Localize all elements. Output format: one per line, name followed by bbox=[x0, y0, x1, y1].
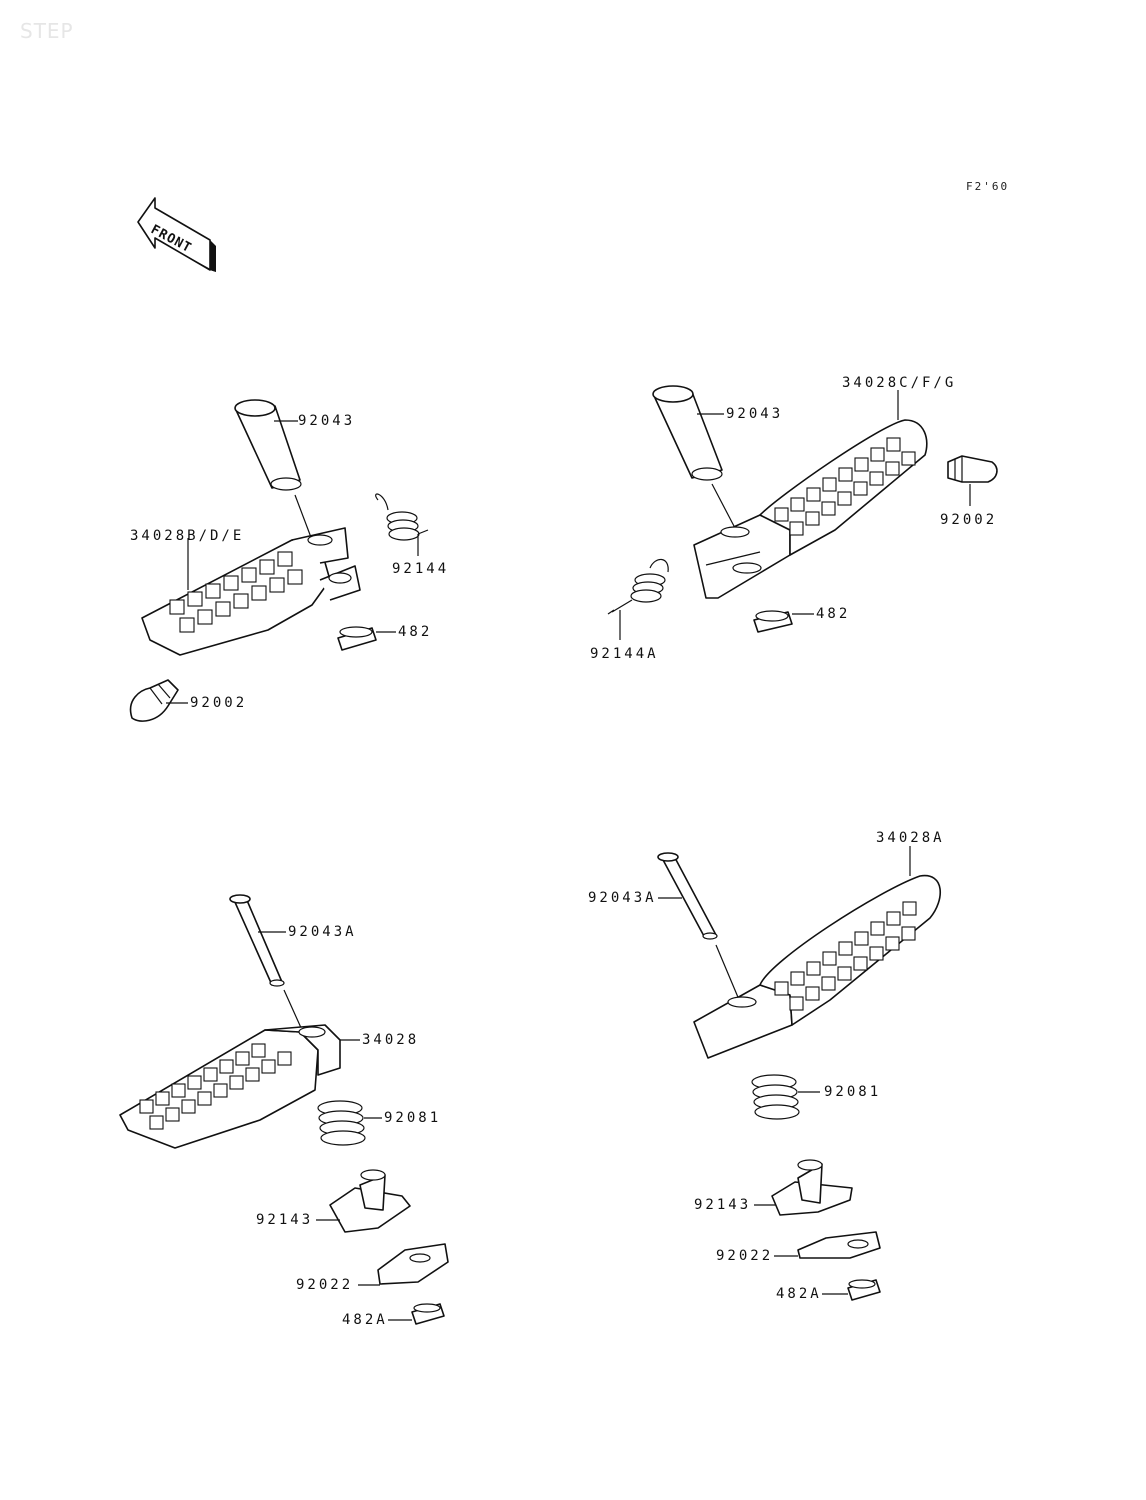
label-spring: 92144 bbox=[392, 561, 449, 577]
label-slider: 92002 bbox=[940, 512, 997, 528]
pin-part bbox=[234, 399, 302, 491]
label-holder: 92143 bbox=[694, 1197, 751, 1213]
clip-part bbox=[337, 626, 377, 651]
clip-part bbox=[847, 1279, 881, 1301]
label-clip: 482 bbox=[398, 624, 432, 640]
clip-part bbox=[411, 1303, 445, 1325]
footpeg-part bbox=[693, 874, 942, 1059]
slider-part bbox=[129, 679, 179, 722]
plate-part bbox=[377, 1243, 449, 1285]
plate-part bbox=[797, 1231, 881, 1259]
label-pin: 92043 bbox=[298, 413, 355, 429]
label-holder: 92143 bbox=[256, 1212, 313, 1228]
label-clip: 482A bbox=[776, 1286, 822, 1302]
spring-part bbox=[607, 558, 669, 615]
holder-part bbox=[329, 1169, 411, 1233]
group-top-left: 92043 34028B/D/E 92144 482 92002 bbox=[129, 399, 449, 722]
label-spring: 92144A bbox=[590, 646, 659, 662]
group-bottom-right: 34028A 92043A 92081 92143 92022 482A bbox=[588, 830, 945, 1302]
figure-code: F2'60 bbox=[966, 180, 1009, 193]
front-arrow-icon: FRONT bbox=[137, 197, 216, 272]
slider-part bbox=[947, 455, 998, 483]
clip-part bbox=[753, 610, 793, 633]
label-footpeg: 34028 bbox=[362, 1032, 419, 1048]
label-pin: 92043A bbox=[588, 890, 657, 906]
holder-part bbox=[771, 1159, 853, 1216]
label-plate: 92022 bbox=[296, 1277, 353, 1293]
footpeg-part bbox=[141, 527, 361, 656]
footpeg-part bbox=[119, 1024, 341, 1149]
pin-part bbox=[657, 852, 718, 940]
pin-part bbox=[229, 894, 285, 987]
label-spring: 92081 bbox=[384, 1110, 441, 1126]
label-plate: 92022 bbox=[716, 1248, 773, 1264]
spring-part bbox=[317, 1100, 366, 1146]
group-top-right: 92043 34028C/F/G 92002 92144A 482 bbox=[590, 375, 998, 662]
label-footpeg: 34028C/F/G bbox=[842, 375, 956, 391]
label-clip: 482A bbox=[342, 1312, 388, 1328]
label-slider: 92002 bbox=[190, 695, 247, 711]
spring-part bbox=[375, 493, 429, 541]
label-pin: 92043A bbox=[288, 924, 357, 940]
label-footpeg: 34028B/D/E bbox=[130, 528, 244, 544]
pin-part bbox=[652, 385, 723, 481]
watermark-text: STEP bbox=[20, 19, 74, 43]
label-pin: 92043 bbox=[726, 406, 783, 422]
spring-part bbox=[751, 1074, 800, 1120]
label-footpeg: 34028A bbox=[876, 830, 945, 846]
label-spring: 92081 bbox=[824, 1084, 881, 1100]
label-clip: 482 bbox=[816, 606, 850, 622]
footpeg-part bbox=[693, 419, 928, 599]
group-bottom-left: 92043A 34028 92081 92143 92022 482A bbox=[119, 894, 449, 1328]
